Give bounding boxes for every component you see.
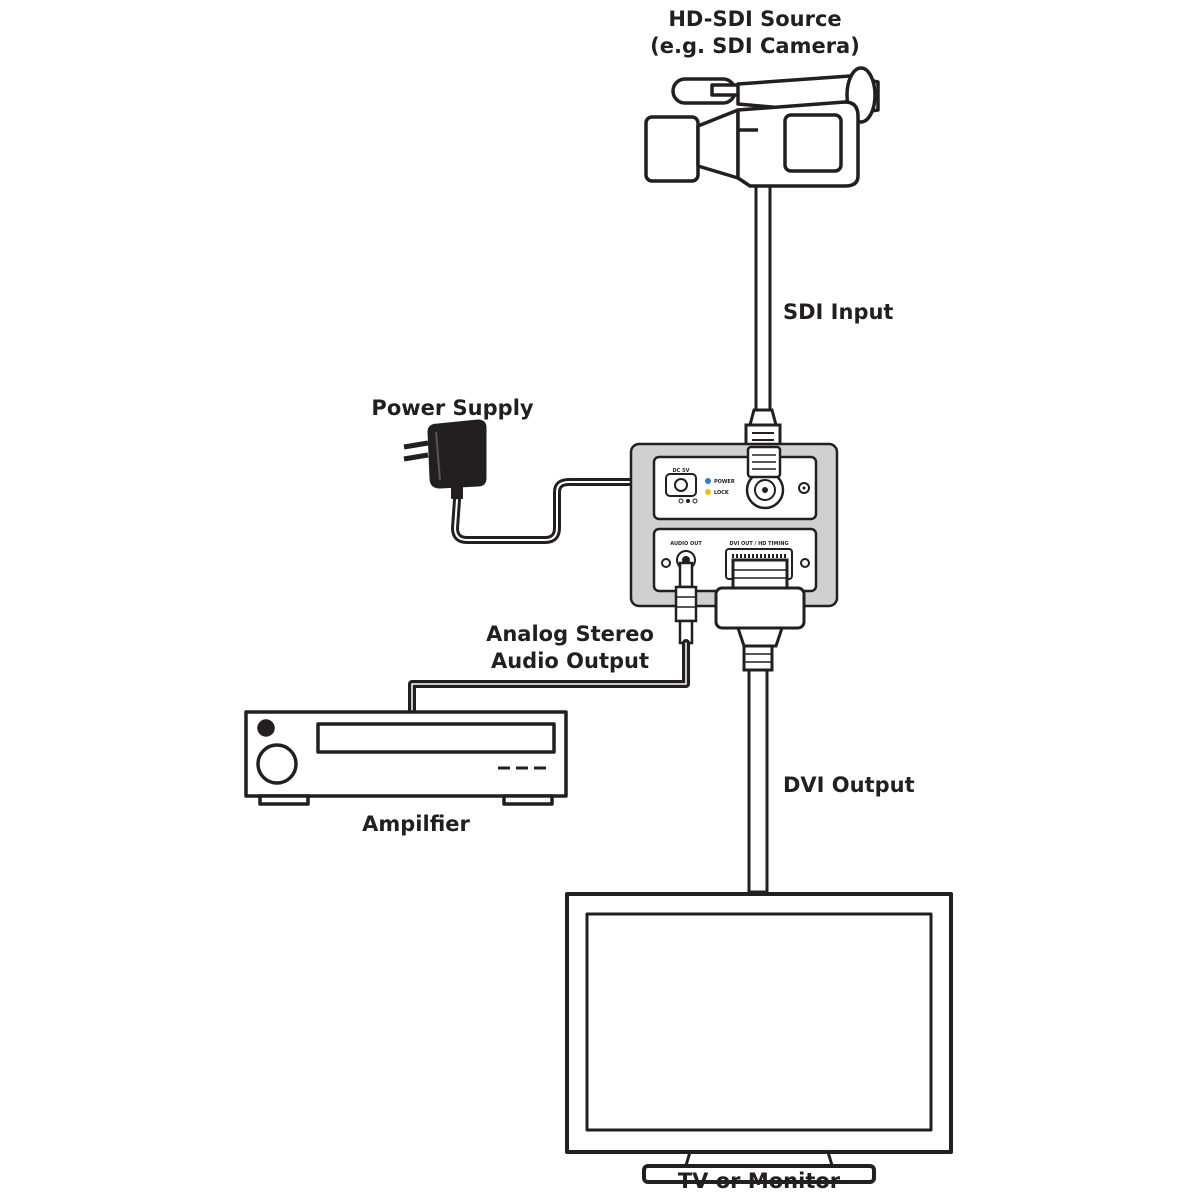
audio-output-label-line1: Analog Stereo [486, 622, 654, 646]
sdi-input-label: SDI Input [783, 300, 894, 324]
dvi-plug [714, 558, 806, 894]
power-supply-label: Power Supply [371, 396, 534, 420]
sdi-cable [744, 183, 782, 449]
power-adapter-icon [403, 419, 487, 499]
source-label-line1: HD-SDI Source [668, 7, 842, 31]
lock-led-label: LOCK [714, 490, 730, 496]
power-led-label: POWER [714, 479, 735, 485]
audio-output-label: Analog Stereo Audio Output [455, 621, 685, 675]
amplifier-label: Ampilfier [362, 812, 470, 836]
amplifier-icon [244, 710, 568, 806]
lock-led [705, 489, 711, 495]
camera-icon [644, 66, 880, 188]
dvi-output-label: DVI Output [783, 773, 915, 797]
audio-out-label: AUDIO OUT [670, 541, 702, 547]
monitor-icon [565, 892, 953, 1184]
monitor-label: TV or Monitor [677, 1169, 841, 1193]
audio-cable [408, 639, 690, 716]
dc-label: DC 5V [673, 468, 690, 474]
source-label-line2: (e.g. SDI Camera) [650, 34, 860, 58]
audio-plug [674, 561, 698, 645]
power-led [705, 478, 711, 484]
dvi-port-label: DVI OUT / HD TIMING [729, 541, 788, 547]
audio-output-label-line2: Audio Output [490, 649, 650, 673]
source-label: HD-SDI Source (e.g. SDI Camera) [600, 6, 910, 60]
